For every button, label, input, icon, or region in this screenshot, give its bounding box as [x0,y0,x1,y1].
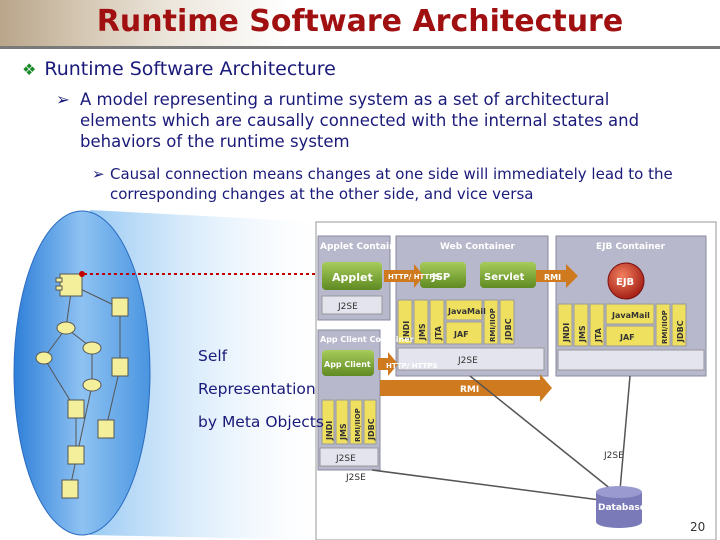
meta-object-nodes [35,273,129,499]
meta-model-ellipse [13,210,151,536]
meta-component-node [61,479,79,499]
rmi-iiop-label: RMI/IIOP [489,308,497,342]
rmi-label: RMI [544,273,561,282]
ejb-j2se [557,349,705,371]
db-link-ejb [619,375,631,491]
caption-representation: Representation [198,380,316,398]
header-band [0,0,720,46]
app-client-container-label: App Client Container [320,335,414,344]
web-j2se [397,347,545,371]
jms-label: JMS [578,325,587,343]
rmi-arrow-appclient [380,374,552,402]
jsp-box [420,262,466,288]
rmi-iiop-label: RMI/IIOP [661,310,669,344]
meta-component-node [67,445,85,465]
database-label: Database [598,503,646,513]
jdbc-label: JDBC [367,418,376,441]
db-link-web [469,375,613,491]
web-container-label: Web Container [440,242,515,252]
bullet-level2: ➢ A model representing a runtime system … [56,89,676,152]
causal-endpoint [79,271,85,277]
http-label: HTTP/ HTTPS [386,362,437,370]
header-divider [0,46,720,49]
diamond-bullet-icon: ❖ [22,60,37,79]
ejb-container-label: EJB Container [596,242,666,252]
meta-object-node [35,351,53,365]
page-number: 20 [690,520,706,534]
http-arrow-appclient [378,352,398,376]
jms-label: JMS [418,323,427,341]
caption-self: Self [198,347,228,365]
http-arrow-applet [384,264,424,288]
applet-label: Applet [332,271,373,284]
db-link-client [371,469,601,501]
arrow-bullet-icon: ➢ [56,90,70,109]
applet-container-label: Applet Container [320,242,407,252]
javamail-label: JavaMail [447,307,486,316]
j2se-label: J2SE [335,454,356,464]
meta-object-node [56,321,76,335]
jaf-label: JAF [619,333,635,342]
web-services: JNDI JMS JTA JavaMail JAF RMI/IIOP JDBC [397,299,515,345]
rmi-label: RMI [460,385,479,395]
slide-title: Runtime Software Architecture [96,4,624,39]
jta-label: JTA [434,325,443,341]
meta-component-node [97,419,115,439]
jndi-label: JNDI [562,323,571,343]
ejb-services: JNDI JMS JTA JavaMail JAF RMI/IIOP JDBC [557,303,687,347]
jdbc-label: JDBC [504,318,513,341]
caption-meta-objects: by Meta Objects [198,413,324,431]
jaf-label: JAF [453,330,469,339]
bullet-level1: ❖ Runtime Software Architecture [22,58,336,80]
rmi-arrow-servlet [536,264,578,288]
j2se-label: J2SE [457,356,478,366]
jsp-label: JSP [431,272,450,283]
meta-component-node [59,273,83,297]
bullet-level2-text: A model representing a runtime system as… [80,90,640,151]
app-client-label: App Client [324,360,371,369]
meta-component-node [111,297,129,317]
bullet-level3-text: Causal connection means changes at one s… [110,165,673,203]
meta-object-node [82,378,102,392]
app-client-j2se [319,447,379,467]
jndi-label: JNDI [325,421,334,441]
jms-label: JMS [339,423,348,441]
database-icon [596,486,642,528]
app-client-box [322,350,374,376]
meta-component-node [67,399,85,419]
jndi-label: JNDI [402,321,411,341]
servlet-label: Servlet [484,272,525,283]
meta-component-node [111,357,129,377]
meta-object-node [82,341,102,355]
jdbc-label: JDBC [676,320,685,343]
ejb-label: EJB [616,277,634,288]
app-client-services: JNDI JMS RMI/IIOP JDBC [321,399,377,445]
servlet-box [480,262,536,288]
j2se-label: J2SE [345,473,366,483]
j2se-label: J2SE [337,302,358,312]
bullet-level1-text: Runtime Software Architecture [44,58,336,80]
javamail-label: JavaMail [611,311,650,320]
applet-box [322,262,382,290]
ejb-node [607,262,645,300]
arrow-bullet-icon: ➢ [92,165,105,183]
projection-beam [90,210,318,540]
jta-label: JTA [594,327,603,343]
http-label: HTTP/ HTTPS [388,273,439,281]
architecture-diagram: Applet Container Applet J2SE Web Contain… [13,210,717,540]
rmi-iiop-label: RMI/IIOP [354,408,362,442]
applet-j2se [321,295,383,315]
bullet-level3: ➢ Causal connection means changes at one… [92,164,682,204]
j2se-label: J2SE [603,451,624,461]
